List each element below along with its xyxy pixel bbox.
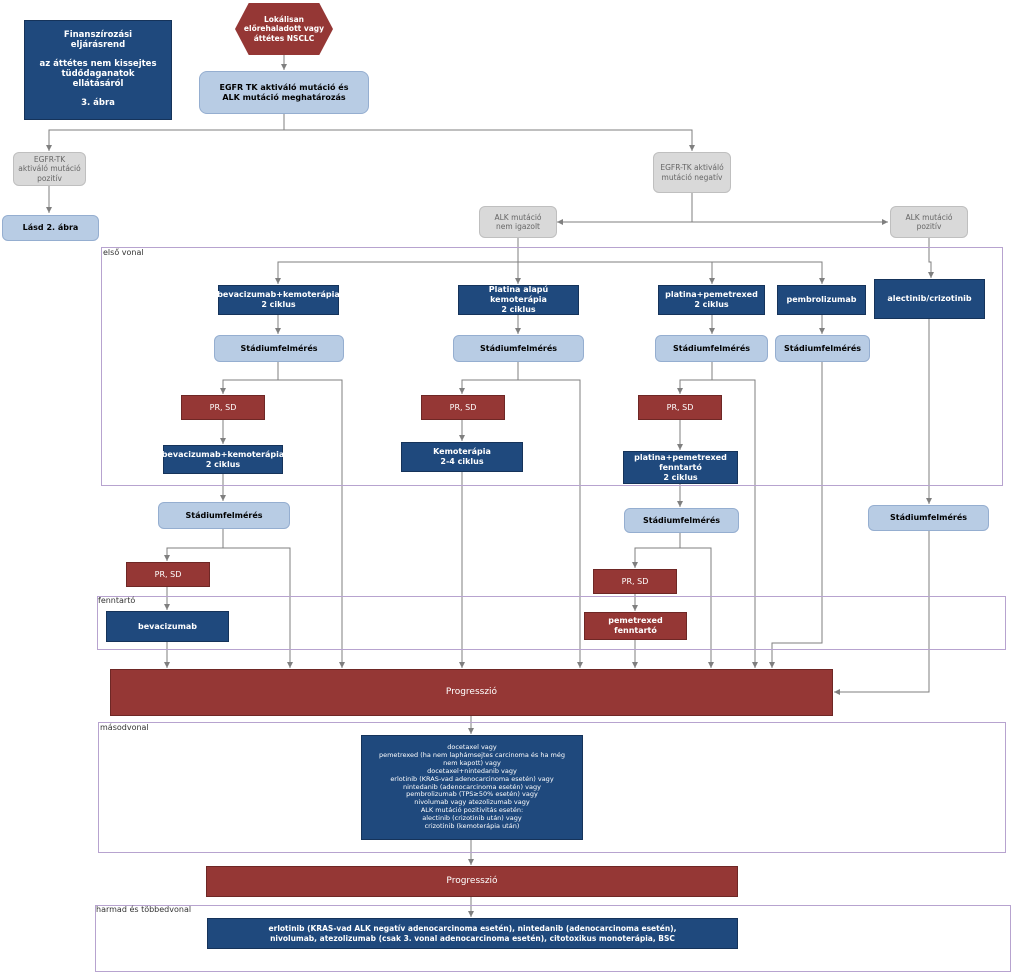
- col3-maintenance: pemetrexed fenntartó: [584, 612, 687, 640]
- col3-staging2: Stádiumfelmérés: [624, 508, 739, 533]
- egfr-negative-box: EGFR-TK aktiváló mutáció negatív: [653, 152, 731, 193]
- mutation-test-box: EGFR TK aktiváló mutáció és ALK mutáció …: [199, 71, 369, 114]
- region-first-line-label: első vonal: [103, 248, 144, 257]
- start-hexagon: Lokálisan előrehaladott vagy áttétes NSC…: [235, 3, 333, 55]
- alk-negative-box: ALK mutáció nem igazolt: [479, 206, 557, 238]
- col1-staging2: Stádiumfelmérés: [158, 502, 290, 529]
- region-third-line: [95, 905, 1011, 972]
- progression-box-2: Progresszió: [206, 866, 738, 897]
- title-box: Finanszírozási eljárásrend az áttétes ne…: [24, 20, 172, 120]
- col4-therapy: pembrolizumab: [777, 285, 866, 315]
- region-maintenance-label: fenntartó: [98, 596, 136, 605]
- col3-prsd2: PR, SD: [593, 569, 677, 594]
- col2-therapy: Platina alapú kemoterápia 2 ciklus: [458, 285, 579, 315]
- col1-maintenance: bevacizumab: [106, 611, 229, 642]
- second-line-therapies: docetaxel vagy pemetrexed (ha nem laphám…: [361, 735, 583, 840]
- region-maintenance: [97, 596, 1006, 650]
- col1-prsd: PR, SD: [181, 395, 265, 420]
- col3-therapy: platina+pemetrexed 2 ciklus: [658, 285, 765, 315]
- col3-therapy2: platina+pemetrexed fenntartó 2 ciklus: [623, 451, 738, 484]
- egfr-positive-box: EGFR-TK aktiváló mutáció pozitív: [13, 152, 86, 186]
- col2-staging: Stádiumfelmérés: [453, 335, 584, 362]
- col1-staging: Stádiumfelmérés: [214, 335, 344, 362]
- col4-staging: Stádiumfelmérés: [775, 335, 870, 362]
- region-second-line: [98, 722, 1006, 853]
- col3-prsd: PR, SD: [638, 395, 722, 420]
- col1-therapy: bevacizumab+kemoterápia 2 ciklus: [217, 285, 340, 315]
- col3-staging: Stádiumfelmérés: [655, 335, 768, 362]
- col5-therapy: alectinib/crizotinib: [874, 279, 985, 319]
- col1-prsd2: PR, SD: [126, 562, 210, 587]
- col2-therapy2: Kemoterápia 2-4 ciklus: [401, 442, 523, 472]
- region-first-line: [101, 247, 1003, 486]
- see-figure-2-box: Lásd 2. ábra: [2, 215, 99, 241]
- third-line-therapies: erlotinib (KRAS-vad ALK negatív adenocar…: [207, 918, 738, 949]
- progression-box-1: Progresszió: [110, 669, 833, 716]
- col5-staging: Stádiumfelmérés: [868, 505, 989, 531]
- alk-positive-box: ALK mutáció pozitív: [890, 206, 968, 238]
- region-second-line-label: másodvonal: [100, 723, 149, 732]
- region-third-line-label: harmad és többedvonal: [96, 905, 192, 914]
- col2-prsd: PR, SD: [421, 395, 505, 420]
- col1-therapy2: bevacizumab+kemoterápia 2 ciklus: [162, 445, 284, 474]
